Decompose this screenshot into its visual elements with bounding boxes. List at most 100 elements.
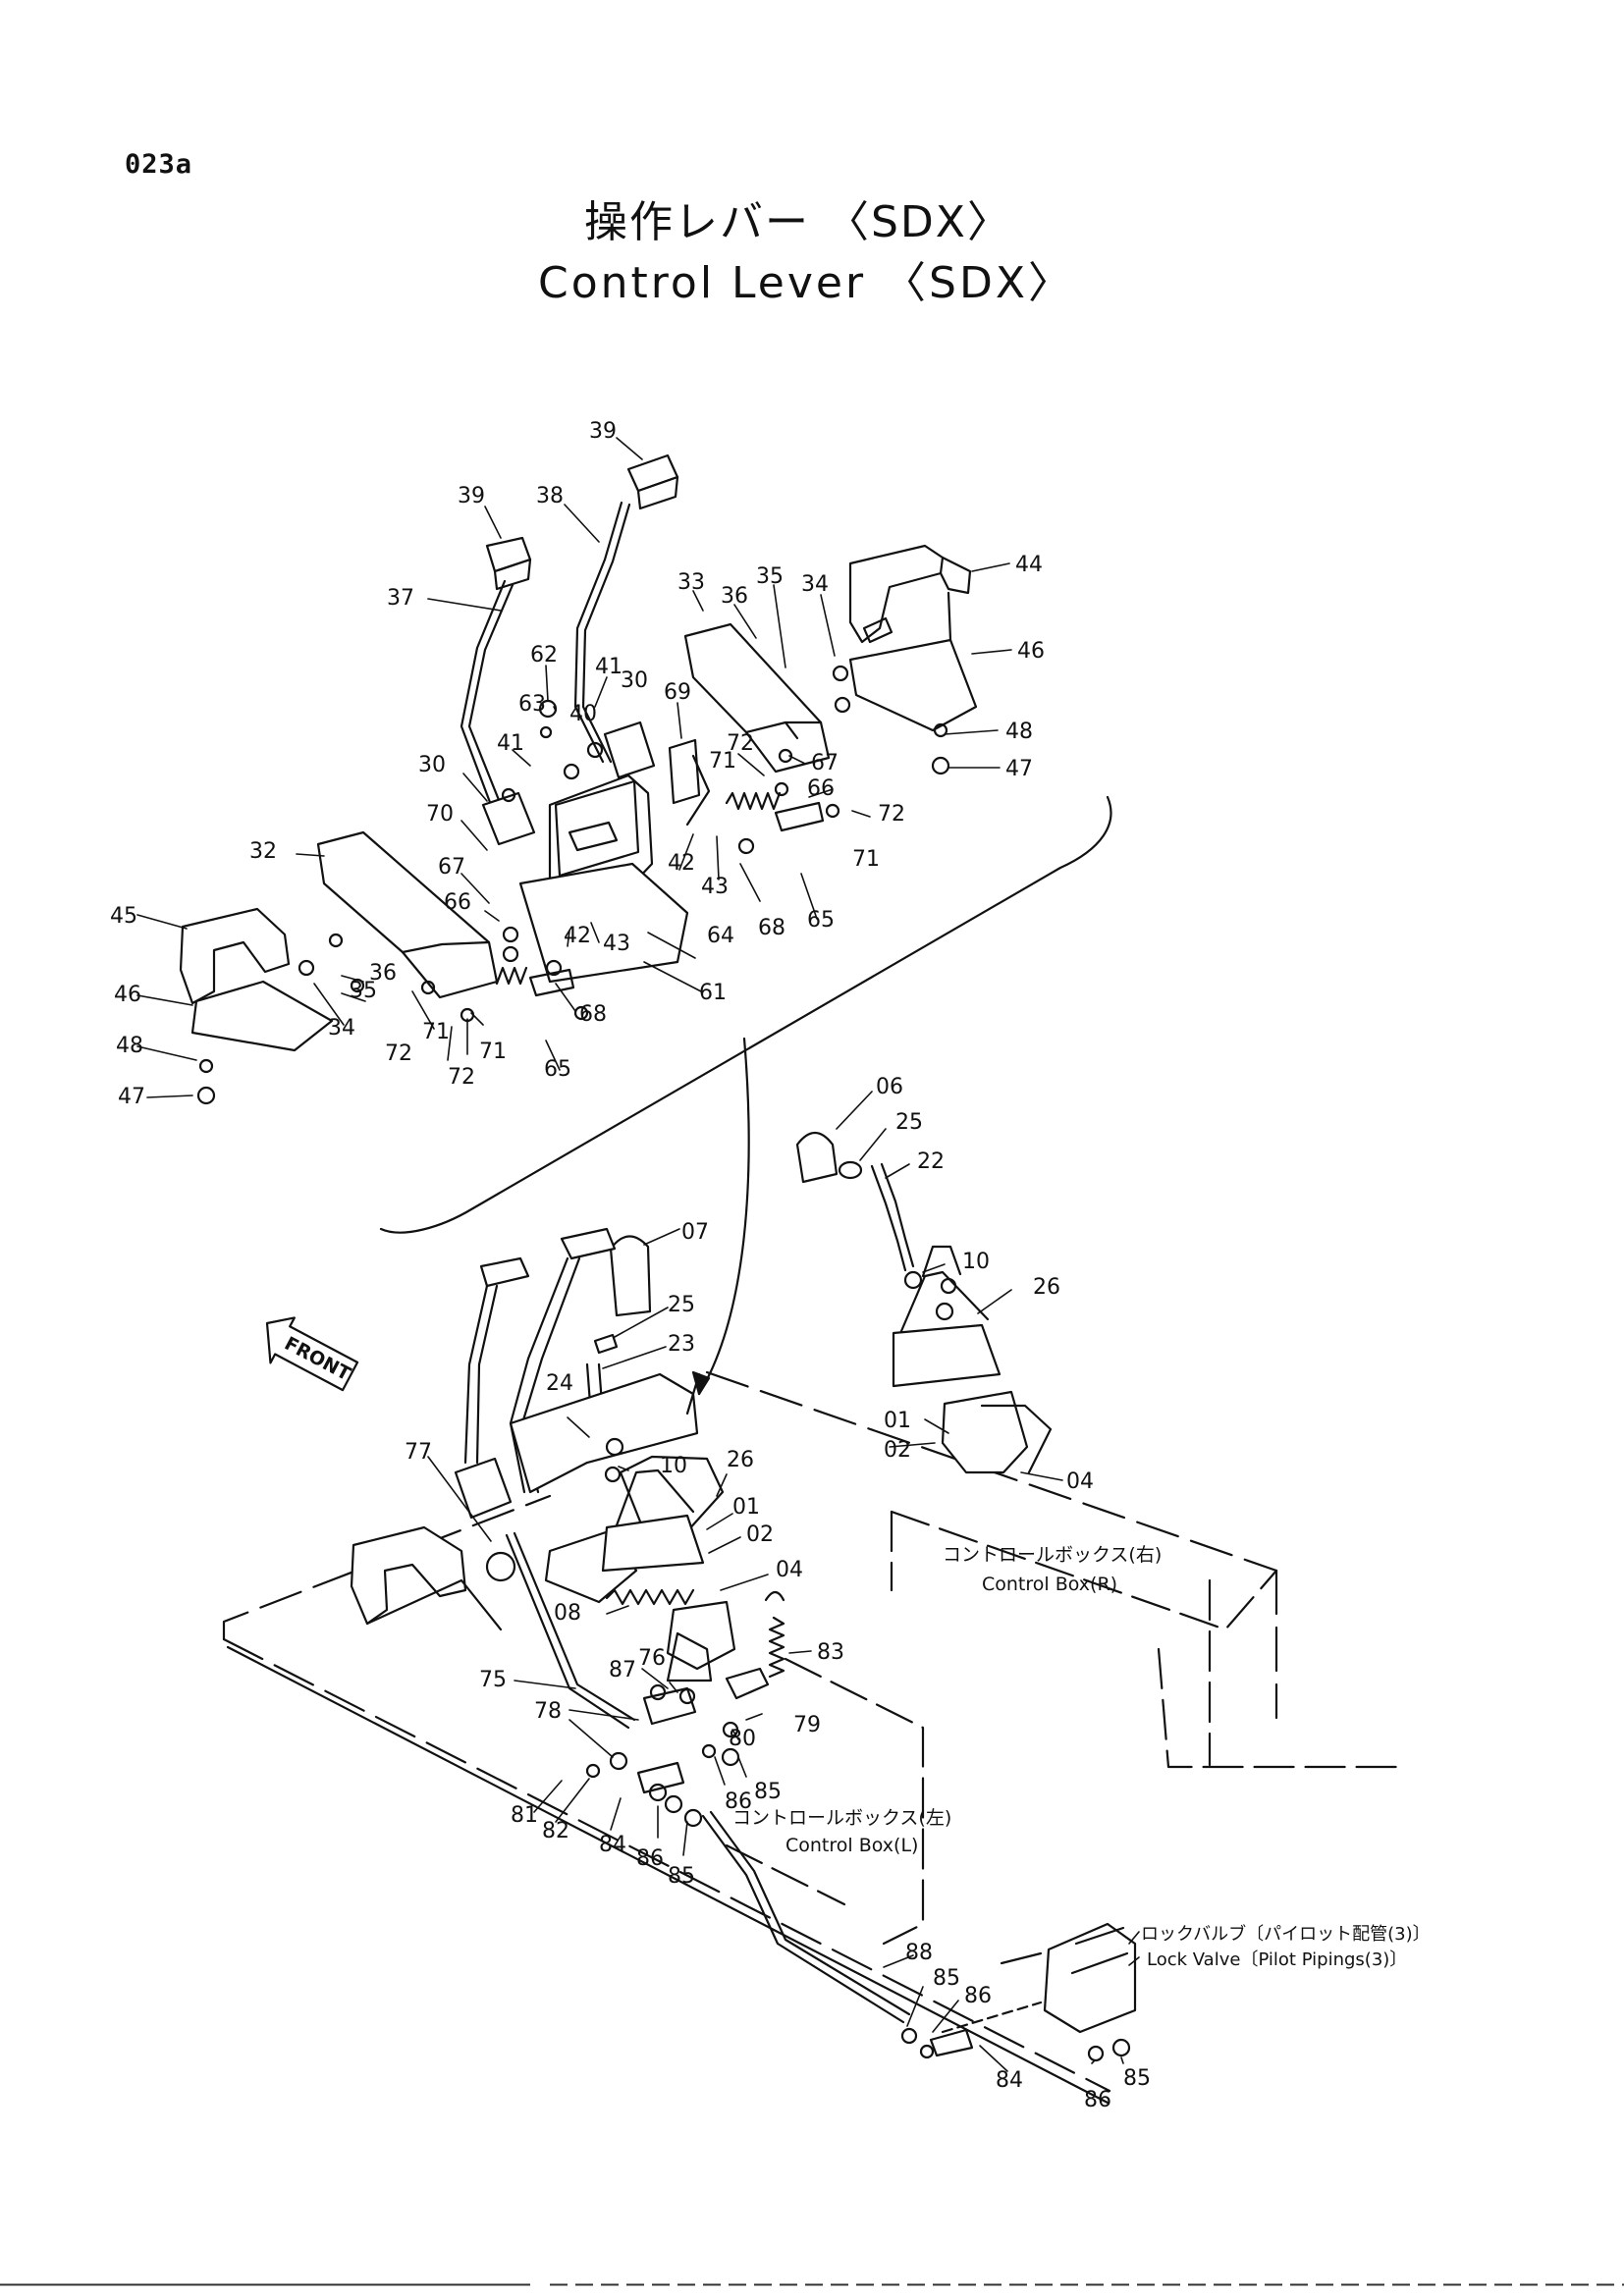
callout-85: 85	[754, 1780, 782, 1804]
callout-43: 43	[603, 932, 630, 956]
callout-leaders	[136, 437, 1140, 2072]
lock-valve-label-en: Lock Valve〔Pilot Pipings(3)〕	[1147, 1949, 1407, 1970]
callout-numbers: 39 39 38 37 33 35 34 36 44 46 48 47 62 6…	[110, 419, 1151, 2112]
callout-69: 69	[664, 680, 691, 705]
callout-30: 30	[621, 668, 648, 693]
callout-76: 76	[638, 1646, 666, 1671]
callout-86: 86	[636, 1846, 664, 1871]
callout-63: 63	[518, 692, 546, 717]
reference-arrow-line	[697, 1037, 750, 1396]
callout-46: 46	[1017, 639, 1045, 664]
callout-04: 04	[776, 1558, 803, 1582]
callout-25: 25	[668, 1293, 695, 1317]
callout-38: 38	[536, 484, 564, 508]
callout-83: 83	[817, 1640, 844, 1665]
control-box-right	[890, 1510, 1406, 1769]
callout-80: 80	[729, 1727, 756, 1751]
control-box-right-label-jp: コントロールボックス(右)	[943, 1544, 1162, 1566]
pilot-valve-right-04	[892, 1245, 1053, 1474]
callout-35: 35	[756, 564, 784, 589]
lock-valve	[941, 1922, 1137, 2034]
callout-07: 07	[681, 1220, 709, 1245]
small-hardware-upper	[196, 665, 950, 1105]
callout-47: 47	[118, 1085, 145, 1109]
component-labels: コントロールボックス(右) Control Box(R) コントロールボックス(…	[732, 1544, 1431, 1970]
brackets-30-69	[481, 721, 711, 846]
bracket-right-33	[683, 622, 831, 774]
knob-right-06	[795, 1131, 915, 1272]
callout-08: 08	[554, 1601, 581, 1626]
callout-72: 72	[448, 1065, 475, 1090]
callout-44: 44	[1015, 553, 1043, 577]
callout-01: 01	[884, 1409, 911, 1433]
springs-lower	[605, 1588, 785, 1679]
callout-30: 30	[418, 753, 446, 777]
callout-10: 10	[962, 1250, 990, 1274]
console-left-32	[316, 830, 499, 999]
armrest-left-45	[179, 907, 334, 1052]
callout-43: 43	[701, 875, 729, 899]
callout-02: 02	[746, 1522, 774, 1547]
callout-61: 61	[699, 981, 727, 1005]
callout-70: 70	[426, 802, 454, 827]
callout-86: 86	[1084, 2088, 1111, 2112]
small-hardware-lower	[485, 1270, 1131, 2062]
callout-66: 66	[807, 776, 835, 801]
callout-37: 37	[387, 586, 414, 611]
callout-66: 66	[444, 890, 471, 915]
callout-71: 71	[852, 847, 880, 872]
callout-48: 48	[1005, 720, 1033, 744]
callout-39: 39	[589, 419, 617, 444]
armrest-right-44	[848, 544, 978, 732]
callout-71: 71	[709, 749, 736, 774]
callout-72: 72	[878, 802, 905, 827]
pilot-valve-center-61	[518, 774, 689, 984]
page-code: 023a	[125, 149, 193, 180]
callout-26: 26	[727, 1448, 754, 1472]
callout-75: 75	[479, 1668, 507, 1692]
callout-47: 47	[1005, 757, 1033, 781]
pilot-valve-left	[601, 1468, 736, 1682]
lock-valve-label-jp: ロックバルブ〔パイロット配管(3)〕	[1141, 1923, 1431, 1945]
lever-right-38	[573, 454, 679, 764]
callout-01: 01	[732, 1495, 760, 1520]
callout-87: 87	[609, 1658, 636, 1682]
callout-82: 82	[542, 1819, 569, 1843]
callout-22: 22	[917, 1149, 945, 1174]
callout-68: 68	[579, 1002, 607, 1027]
callout-36: 36	[721, 584, 748, 609]
callout-84: 84	[996, 2068, 1023, 2093]
callout-71: 71	[479, 1040, 507, 1064]
callout-77: 77	[405, 1440, 432, 1465]
title-japanese: 操作レバー 〈SDX〉	[584, 197, 1012, 247]
callout-72: 72	[385, 1041, 412, 1066]
bottom-rule	[0, 2283, 1624, 2286]
callout-71: 71	[422, 1020, 450, 1044]
callout-34: 34	[328, 1016, 355, 1041]
callout-48: 48	[116, 1034, 143, 1058]
callout-79: 79	[793, 1713, 821, 1737]
callout-68: 68	[758, 916, 785, 940]
callout-24: 24	[546, 1371, 573, 1396]
callout-41: 41	[595, 655, 623, 679]
linkage-rods	[505, 1531, 974, 2057]
callout-02: 02	[884, 1438, 911, 1463]
callout-86: 86	[964, 1984, 992, 2008]
lever-left-37	[460, 536, 532, 807]
separator-curve	[379, 795, 1112, 1234]
callout-34: 34	[801, 572, 829, 597]
callout-32: 32	[249, 839, 277, 864]
callout-85: 85	[668, 1864, 695, 1889]
control-box-left-label-en: Control Box(L)	[785, 1835, 918, 1856]
control-box-left-label-jp: コントロールボックス(左)	[732, 1807, 951, 1829]
callout-67: 67	[811, 751, 839, 775]
callout-72: 72	[727, 731, 754, 756]
callout-33: 33	[677, 570, 705, 595]
callout-41: 41	[497, 731, 524, 756]
callout-46: 46	[114, 983, 141, 1007]
callout-10: 10	[660, 1454, 687, 1478]
callout-35: 35	[350, 979, 377, 1003]
callout-85: 85	[1123, 2066, 1151, 2091]
callout-45: 45	[110, 904, 137, 929]
